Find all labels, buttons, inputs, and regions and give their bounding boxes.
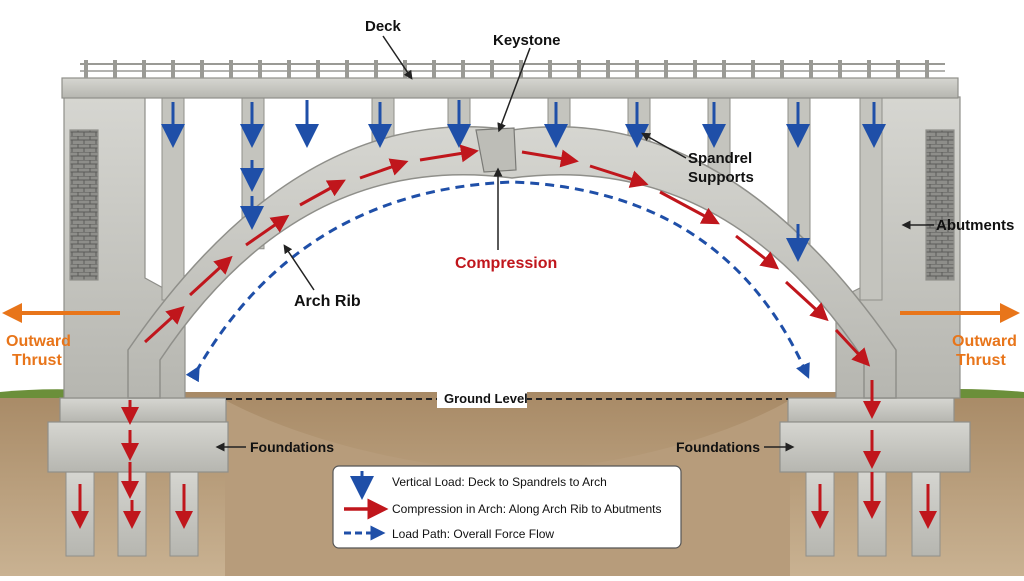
label-ground-level: Ground Level [444,391,528,406]
abutment-right-brick [925,129,955,281]
compression-arrow [521,149,579,168]
railing-post [374,60,378,78]
compression-arrow [589,164,649,188]
label-spandrel-line1: Spandrel [688,150,752,167]
compression-arrows [71,144,937,529]
compression-arrow [188,255,233,297]
railing-post [896,60,900,78]
compression-arrow [143,305,185,344]
railing-post [229,60,233,78]
railing-post [867,60,871,78]
railing-post [722,60,726,78]
railing-post [200,60,204,78]
railing-post [693,60,697,78]
railing-post [838,60,842,78]
labels: Deck Keystone Spandrel Supports Abutment… [6,18,1017,455]
deck-slab [61,77,959,99]
railing-post [577,60,581,78]
foundation-left-base [47,421,229,473]
label-compression: Compression [455,255,557,272]
compression-arrow [834,328,871,367]
railing-post [113,60,117,78]
legend-load-path: Load Path: Overall Force Flow [392,527,554,541]
compression-arrow [659,190,720,225]
compression-arrow [784,280,829,322]
label-outward-left-line2: Thrust [12,352,62,369]
compression-arrow [735,234,780,270]
label-arch-rib: Arch Rib [294,293,361,310]
label-spandrel-line2: Supports [688,169,754,186]
leader-keystone [497,47,531,133]
load-path-arc [185,180,810,383]
railing-post [519,60,523,78]
vertical-load-arrows [161,100,886,262]
pile [911,469,941,557]
railing-post [84,60,88,78]
label-outward-left-line1: Outward [6,333,71,350]
abutment-left-brick [69,129,99,281]
label-deck: Deck [365,18,402,35]
leader-arch-rib [283,244,315,291]
railing-post [780,60,784,78]
legend: Vertical Load: Deck to Spandrels to Arch… [332,465,682,549]
railing-post [809,60,813,78]
railing-post [461,60,465,78]
railing-post [345,60,349,78]
legend-box [332,465,682,549]
railing-post [432,60,436,78]
legend-compression: Compression in Arch: Along Arch Rib to A… [392,502,661,516]
railing-post [635,60,639,78]
compression-arrow [359,158,409,180]
legend-vertical: Vertical Load: Deck to Spandrels to Arch [392,475,607,489]
railing-post [606,60,610,78]
label-abutments: Abutments [936,217,1014,234]
railing-post [287,60,291,78]
railing-post [490,60,494,78]
label-keystone: Keystone [493,32,561,49]
railing-post [664,60,668,78]
label-outward-right-line1: Outward [952,333,1017,350]
foundation-right-base [779,421,971,473]
compression-arrow [299,179,346,207]
compression-arrow [245,214,290,247]
leader-deck [382,35,413,80]
label-outward-right-line2: Thrust [956,352,1006,369]
railing-post [258,60,262,78]
railing-posts [84,60,929,78]
railing-post [925,60,929,78]
ground-level-label-bg [437,388,527,408]
label-foundations-left: Foundations [250,439,334,455]
leader-spandrel [641,132,687,159]
railing-post [548,60,552,78]
railing-post [316,60,320,78]
compression-arrow [419,144,479,163]
spandrel-column [859,97,883,301]
railing-post [751,60,755,78]
leader-lines [215,35,934,452]
label-foundations-right: Foundations [676,439,760,455]
foundation-left-cap [59,397,227,423]
railing-post [142,60,146,78]
deck [61,60,959,99]
railing-post [171,60,175,78]
